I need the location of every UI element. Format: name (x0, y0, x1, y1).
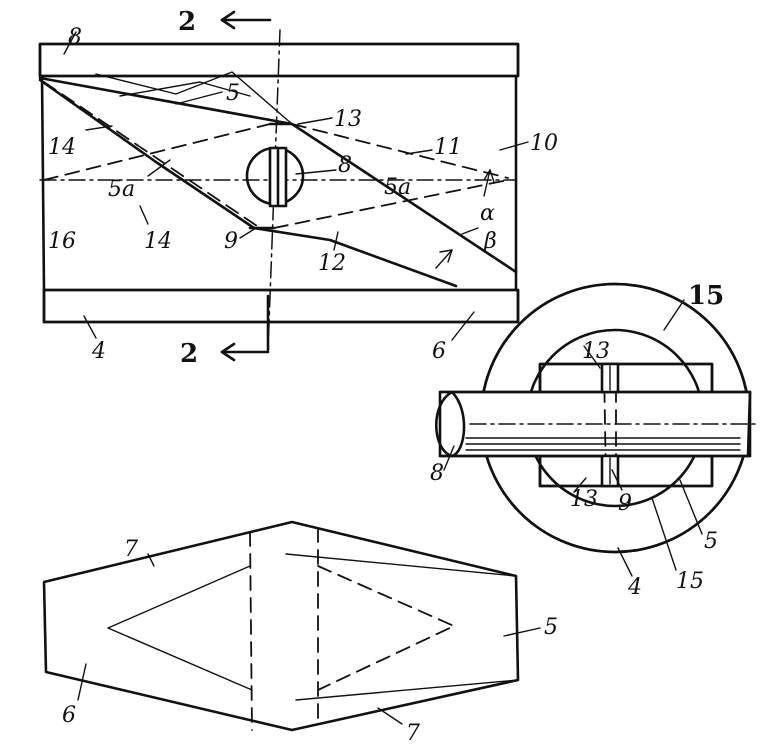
vane-fold-right-top (285, 553, 517, 577)
c-leader-8 (443, 445, 455, 471)
label-13: 13 (334, 107, 362, 132)
vane-left-edge (38, 78, 256, 230)
label-8-top: 8 (68, 25, 82, 50)
vane-lower-edge (252, 226, 458, 288)
c-label-15-bottom: 15 (676, 569, 704, 594)
label-9: 9 (224, 229, 238, 254)
b-label-5: 5 (544, 615, 558, 640)
vane-fold-right-bottom (295, 679, 519, 701)
b-leader-7-top (147, 553, 155, 567)
label-beta: β (483, 229, 497, 254)
c-label-13-bottom: 13 (570, 487, 598, 512)
b-label-7-bottom: 7 (406, 721, 420, 746)
lower-pipe-wall (42, 288, 520, 324)
angle-beta-arrowhead (439, 249, 453, 263)
label-8-mid: 8 (338, 153, 352, 178)
c-leader-5 (679, 479, 703, 535)
leader-9 (239, 227, 257, 239)
construction-lines-2 (119, 81, 251, 97)
c-leader-13-bottom (573, 477, 587, 493)
c-label-9: 9 (618, 491, 632, 516)
leader-14-upper (85, 125, 113, 131)
b-label-7-top: 7 (124, 537, 138, 562)
b-label-6: 6 (62, 703, 76, 728)
c-leader-15-top (663, 299, 685, 331)
c-leader-9 (611, 469, 623, 491)
leader-6 (451, 311, 475, 341)
c-label-5: 5 (704, 529, 718, 554)
label-5: 5 (226, 81, 240, 106)
b-leader-5 (503, 627, 541, 637)
label-5a-right: 5a (384, 175, 411, 200)
leader-8-top (63, 31, 77, 55)
b-leader-7-bottom (377, 707, 403, 725)
shaft-broken-end (434, 390, 466, 458)
hidden-edge-right-lower (273, 179, 509, 229)
leader-10 (499, 141, 529, 151)
vane-fold-line-left (249, 531, 253, 731)
label-16: 16 (48, 229, 76, 254)
leader-8-mid (295, 169, 337, 175)
hidden-edge-lower (43, 81, 261, 229)
label-4: 4 (91, 339, 106, 364)
leader-11 (405, 149, 433, 155)
section-label-top: 2 (178, 7, 196, 37)
figure-3-vane-blank: 7 5 6 7 (42, 520, 558, 746)
label-5a-left: 5a (108, 177, 135, 202)
c-label-8: 8 (430, 461, 444, 486)
b-leader-6 (77, 663, 87, 701)
c-label-13-top: 13 (582, 339, 610, 364)
label-11: 11 (434, 135, 462, 160)
vane-blank-outline (42, 520, 520, 732)
leader-13 (297, 117, 333, 125)
section-arrow-bottom-head (220, 342, 236, 362)
vane-fold-left (107, 565, 253, 691)
vane-upper-edge (38, 76, 518, 274)
label-14-upper: 14 (48, 135, 76, 160)
c-label-15-top: 15 (688, 281, 724, 311)
vane-hidden-right (317, 565, 455, 691)
section-arrow-top-head (220, 10, 236, 30)
label-10: 10 (530, 131, 558, 156)
angle-alpha-arrow (483, 169, 491, 197)
angle-alpha-arrowhead (483, 169, 495, 183)
figure-1-section-view: 2 2 8 5 13 11 10 14 5a 8 5a α (38, 7, 558, 369)
construction-lines (95, 71, 293, 125)
label-6: 6 (432, 339, 446, 364)
figure-2-cross-section: 15 13 8 13 9 5 4 15 (430, 281, 761, 600)
angle-beta-leader (461, 227, 479, 235)
hidden-edge-upper (43, 123, 271, 181)
section-label-bottom: 2 (180, 339, 198, 369)
c-leader-15-bottom (651, 497, 677, 571)
leader-4 (83, 315, 97, 339)
leader-5 (175, 91, 223, 105)
c-leader-4 (617, 547, 633, 577)
label-12: 12 (318, 251, 346, 276)
label-alpha: α (480, 201, 495, 226)
leader-5a-left (147, 159, 171, 177)
shaft-right-end (746, 390, 752, 458)
bore-left-edge (40, 74, 46, 292)
leader-12 (333, 231, 339, 251)
lower-pipe-wall-outline (42, 288, 520, 324)
leader-14-lower (139, 205, 149, 225)
c-leader-13-top (583, 345, 601, 369)
c-label-4: 4 (627, 575, 642, 600)
angle-beta-arrow (435, 249, 453, 269)
label-14-lower: 14 (144, 229, 172, 254)
hidden-edge-right-upper (291, 123, 509, 179)
